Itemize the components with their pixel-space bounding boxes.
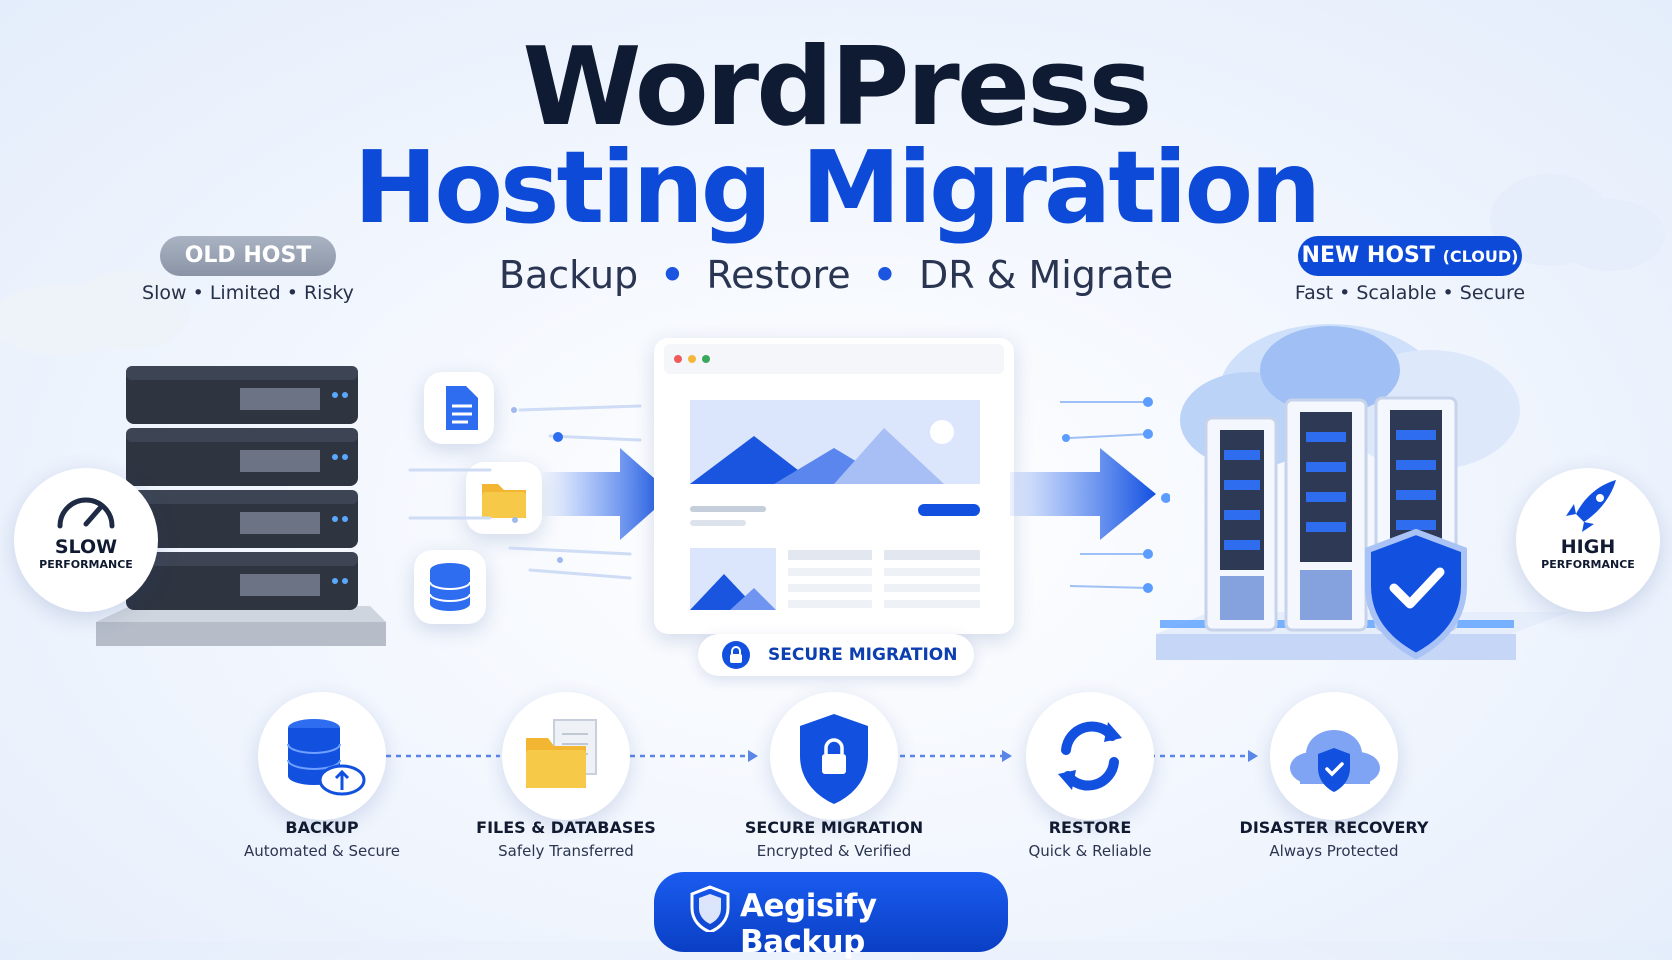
refresh-icon	[1058, 721, 1122, 791]
database-icon	[429, 563, 471, 611]
old-server-stack-icon	[96, 366, 386, 646]
title-line-1: WordPress	[522, 25, 1152, 150]
speedometer-icon	[57, 497, 115, 529]
step-files-title: FILES & DATABASES	[476, 818, 656, 837]
steps-connector	[386, 750, 1258, 762]
subtitle-item-backup: Backup	[498, 253, 639, 297]
folder-card	[466, 462, 542, 534]
website-mockup	[654, 338, 1014, 634]
slow-performance-sub: PERFORMANCE	[39, 558, 133, 571]
title-line-2: Hosting Migration	[353, 129, 1322, 246]
document-card	[424, 372, 494, 444]
subtitle-item-restore: Restore	[706, 253, 851, 297]
step-backup-title: BACKUP	[285, 818, 359, 837]
brand-name: Aegisify Backup	[740, 888, 877, 960]
secure-migration-label: SECURE MIGRATION	[768, 645, 958, 665]
brand-badge: Aegisify Backup	[654, 872, 1008, 960]
step-dr-title: DISASTER RECOVERY	[1239, 818, 1429, 837]
secure-migration-pill: SECURE MIGRATION	[698, 634, 974, 676]
step-dr-sub: Always Protected	[1269, 842, 1399, 860]
lock-icon	[722, 641, 750, 669]
step-disaster-recovery	[1270, 692, 1398, 820]
step-secure-migration	[770, 692, 898, 820]
slow-performance-title: SLOW	[54, 536, 118, 558]
step-files-databases	[502, 692, 630, 820]
new-host-badge-label: NEW HOST	[1301, 243, 1435, 268]
website-mockup-graphic	[664, 344, 1004, 610]
step-files-sub: Safely Transferred	[498, 842, 634, 860]
new-host-badge: NEW HOST (CLOUD)	[1298, 236, 1522, 276]
bullet: •	[660, 253, 685, 297]
database-card	[414, 550, 486, 624]
bullet: •	[872, 253, 897, 297]
slow-performance-badge: SLOW PERFORMANCE	[14, 468, 158, 612]
arrow-to-cloud-icon	[1010, 448, 1156, 540]
arrow-to-website-icon	[540, 448, 672, 540]
folder-icon	[482, 484, 526, 518]
document-icon	[446, 386, 478, 430]
cloud-server-icon	[1156, 324, 1570, 660]
brand-shield-icon	[690, 885, 730, 932]
old-host-traits: Slow • Limited • Risky	[142, 282, 354, 304]
circuit-lines	[1060, 397, 1170, 593]
new-host-traits: Fast • Scalable • Secure	[1294, 282, 1526, 304]
high-performance-title: HIGH	[1560, 536, 1616, 558]
step-restore-title: RESTORE	[1048, 818, 1132, 837]
subtitle-item-dr-migrate: DR & Migrate	[918, 253, 1174, 297]
old-host-badge: OLD HOST	[160, 236, 336, 276]
folder-files-icon	[526, 719, 597, 788]
high-performance-badge: HIGH PERFORMANCE	[1516, 468, 1660, 612]
new-host-badge-suffix: (CLOUD)	[1442, 247, 1519, 266]
step-secure-title: SECURE MIGRATION	[744, 818, 924, 837]
step-backup	[258, 692, 386, 820]
step-secure-sub: Encrypted & Verified	[756, 842, 912, 860]
shield-lock-icon	[800, 714, 868, 804]
subtitle: Backup • Restore • DR & Migrate	[0, 250, 1672, 300]
step-restore	[1026, 692, 1154, 820]
step-restore-sub: Quick & Reliable	[1028, 842, 1152, 860]
rocket-icon	[1566, 480, 1616, 532]
cloud-shield-icon	[1290, 730, 1380, 792]
step-backup-sub: Automated & Secure	[243, 842, 401, 860]
database-cloud-icon	[287, 719, 366, 796]
cloud-decoration-right	[1490, 174, 1665, 271]
high-performance-sub: PERFORMANCE	[1541, 558, 1635, 571]
cloud-decoration-left	[0, 270, 190, 356]
motion-lines	[408, 404, 642, 580]
